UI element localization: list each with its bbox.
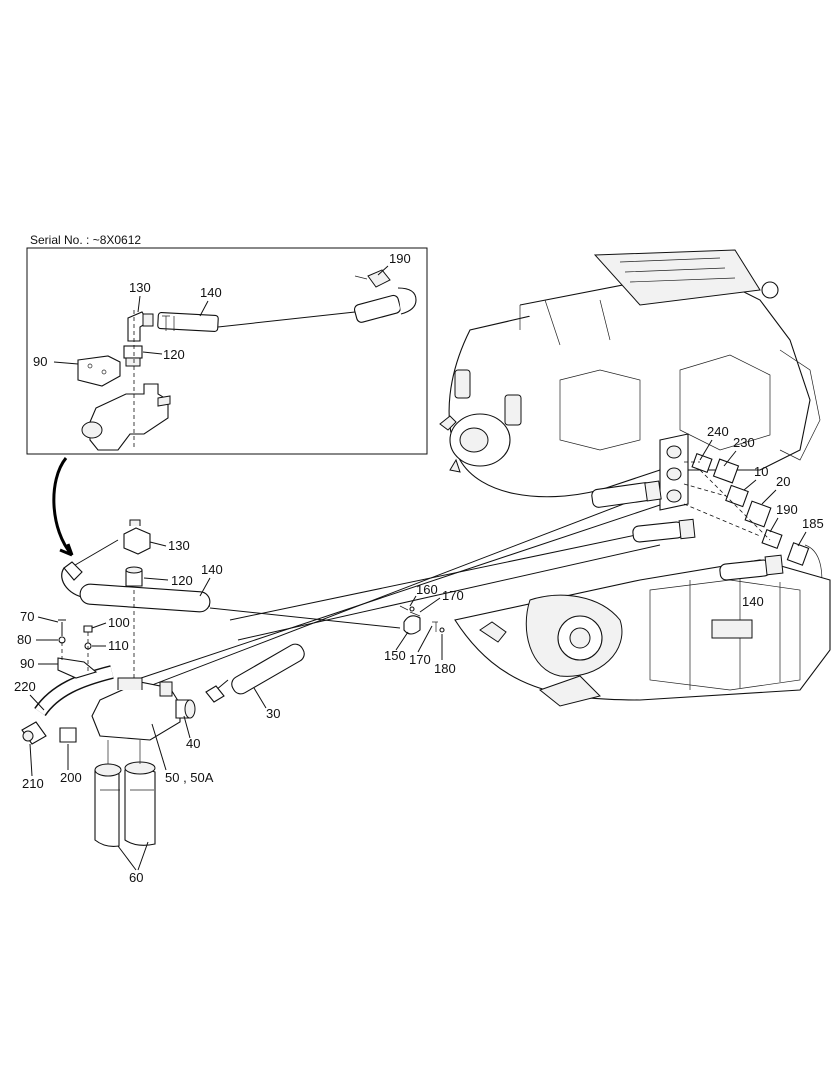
callout-90: 90 — [20, 656, 34, 671]
callout-170-b: 170 — [409, 652, 431, 667]
transmission-body — [439, 249, 823, 601]
callout-150: 150 — [384, 648, 406, 663]
callout-inset-140: 140 — [200, 285, 222, 300]
clamp-assembly — [399, 605, 445, 635]
hose-lines — [34, 480, 784, 717]
callout-230: 230 — [733, 435, 755, 450]
callout-inset-130: 130 — [129, 280, 151, 295]
callout-170-a: 170 — [442, 588, 464, 603]
callout-70: 70 — [20, 609, 34, 624]
callout-60: 60 — [129, 870, 143, 885]
callout-20: 20 — [776, 474, 790, 489]
callout-220: 220 — [14, 679, 36, 694]
callout-200: 200 — [60, 770, 82, 785]
filter-assembly — [21, 677, 196, 847]
callout-80: 80 — [17, 632, 31, 647]
callout-inset-90: 90 — [33, 354, 47, 369]
callout-100: 100 — [108, 615, 130, 630]
callout-50: 50 , 50A — [165, 770, 214, 785]
callout-190: 190 — [776, 502, 798, 517]
inset-detail: Serial No. : ~8X0612 190 — [26, 233, 428, 455]
callout-180: 180 — [434, 661, 456, 676]
callouts: 240 230 10 20 190 185 130 120 140 140 16… — [14, 424, 824, 885]
inset-pointer-arrow — [52, 457, 74, 557]
callout-inset-120: 120 — [163, 347, 185, 362]
callout-120: 120 — [171, 573, 193, 588]
callout-185: 185 — [802, 516, 824, 531]
mounting-hardware — [57, 619, 98, 679]
inset-frame — [26, 247, 428, 455]
callout-10: 10 — [754, 464, 768, 479]
rear-housing — [454, 559, 831, 707]
callout-160: 160 — [416, 582, 438, 597]
callout-130: 130 — [168, 538, 190, 553]
callout-110: 110 — [108, 638, 129, 653]
callout-40: 40 — [186, 736, 200, 751]
serial-note: Serial No. : ~8X0612 — [30, 233, 141, 247]
callout-140-upper: 140 — [201, 562, 223, 577]
callout-140-right: 140 — [742, 594, 764, 609]
callout-210: 210 — [22, 776, 44, 791]
callout-30: 30 — [266, 706, 280, 721]
elbow-and-adapter — [63, 519, 151, 690]
callout-inset-190: 190 — [389, 251, 411, 266]
inset-hose-assembly — [77, 269, 417, 451]
callout-240: 240 — [707, 424, 729, 439]
